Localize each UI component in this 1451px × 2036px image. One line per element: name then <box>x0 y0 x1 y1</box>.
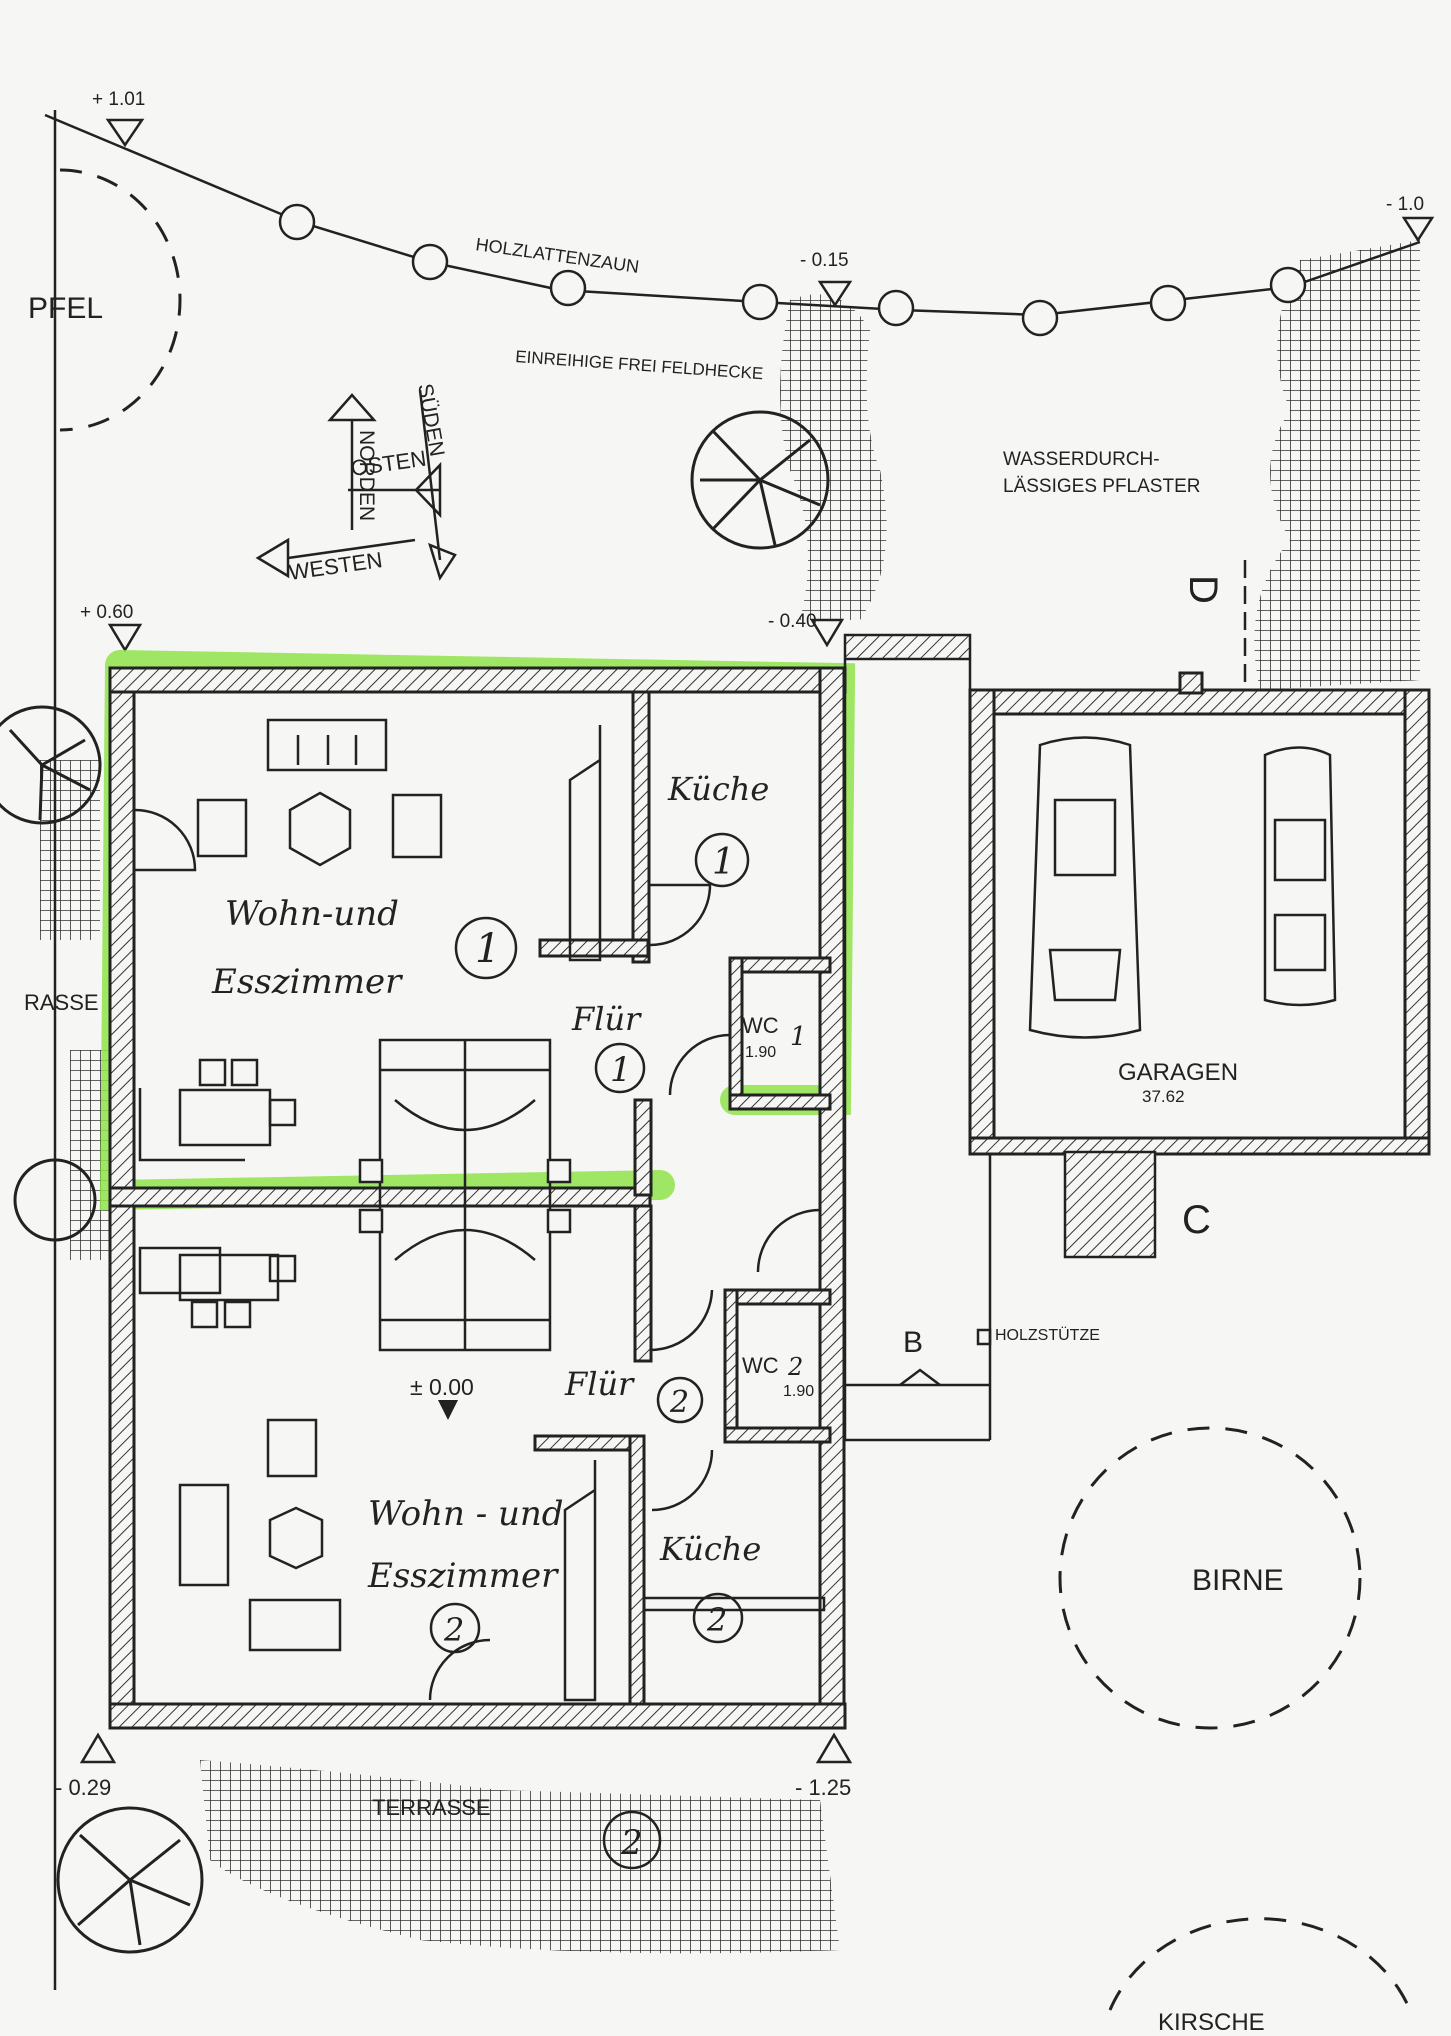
elevation-marker-icon <box>79 118 1435 1764</box>
hedge-label: EINREIHIGE FREI FELDHECKE <box>515 347 764 383</box>
section-mark-c: C <box>1182 1198 1211 1242</box>
unit1-wc-num: 1 <box>790 1022 807 1052</box>
unit1-hall-badge <box>594 1042 646 1094</box>
compass-north: NORDEN <box>355 430 378 521</box>
elev-top-right: - 1.0 <box>1386 194 1424 215</box>
elev-se: - 1.25 <box>795 1775 851 1800</box>
unit1-living-num: 1 <box>475 926 500 972</box>
section-mark-d: D <box>1181 575 1225 604</box>
unit1-hall-num: 1 <box>610 1050 632 1090</box>
unit2-living-badge <box>429 1602 481 1654</box>
post-label: HOLZSTÜTZE <box>995 1326 1100 1344</box>
elev-top-mid: - 0.15 <box>800 250 849 271</box>
unit1-living-badge <box>454 916 518 980</box>
unit1-wc-area: 1.90 <box>745 1044 776 1061</box>
fence-label: HOLZLATTENZAUN <box>474 234 640 277</box>
unit2-living-line2: Esszimmer <box>367 1556 559 1596</box>
unit1-living-line1: Wohn-und <box>225 894 399 934</box>
elev-sw: - 0.29 <box>55 1775 111 1800</box>
elev-ground: ± 0.00 <box>410 1374 474 1400</box>
unit2-living-num: 2 <box>443 1611 464 1649</box>
unit1-kitchen: Küche <box>667 770 769 808</box>
unit1-wc: WC <box>742 1013 779 1038</box>
pear-tree-canopy <box>1058 1426 1362 1730</box>
unit1-kitchen-num: 1 <box>712 842 735 883</box>
unit2-living-line1: Wohn - und <box>368 1494 564 1534</box>
paving-label-line1: WASSERDURCH- <box>1003 449 1160 470</box>
terrace-badge <box>602 1810 662 1870</box>
cherry-tree-label: KIRSCHE <box>1158 2009 1265 2036</box>
staircase <box>358 1038 572 1352</box>
garage-label: GARAGEN <box>1118 1059 1238 1086</box>
terrace-num: 2 <box>620 1823 643 1863</box>
unit2-kitchen-num: 2 <box>706 1601 727 1639</box>
unit1-kitchen-badge <box>694 832 750 888</box>
pear-tree-label: BIRNE <box>1192 1564 1284 1597</box>
garage-area: 37.62 <box>1142 1087 1185 1106</box>
unit2-kitchen-badge <box>692 1592 744 1644</box>
unit2-wc: WC <box>742 1353 779 1378</box>
carport <box>843 633 992 1442</box>
unit1-living-line2: Esszimmer <box>211 962 403 1002</box>
unit1-hall: Flür <box>571 1000 642 1038</box>
unit2-hall-num: 2 <box>669 1385 689 1420</box>
unit2-hall: Flür <box>564 1365 635 1403</box>
terrace-edge-label: RASSE <box>24 990 99 1015</box>
furniture-unit1 <box>138 718 602 1162</box>
unit2-hall-badge <box>656 1376 704 1424</box>
compass-icon <box>255 389 457 581</box>
elev-house-ne: - 0.40 <box>768 611 817 632</box>
garage <box>968 671 1431 1259</box>
unit2-wc-num: 2 <box>787 1353 803 1381</box>
compass-west: WESTEN <box>287 547 384 585</box>
apple-tree-canopy <box>59 168 182 432</box>
elev-house-nw: + 0.60 <box>80 602 133 623</box>
elev-top-left: + 1.01 <box>92 89 145 110</box>
cherry-tree-canopy <box>1108 1917 1412 2011</box>
section-mark-b: B <box>903 1326 923 1359</box>
terrace-label: TERRASSE <box>372 1795 491 1820</box>
fence <box>44 113 1421 337</box>
doors <box>133 808 821 1701</box>
car-icon <box>1028 736 1337 1039</box>
ground-level-marker-icon <box>438 1400 458 1420</box>
unit2-kitchen: Küche <box>659 1530 761 1568</box>
paving-label-line2: LÄSSIGES PFLASTER <box>1003 476 1200 497</box>
tree-symbol-icon <box>0 410 830 1954</box>
apple-tree-label: PFEL <box>28 292 103 325</box>
unit2-wc-area: 1.90 <box>783 1383 814 1400</box>
furniture-unit2 <box>138 1246 597 1702</box>
